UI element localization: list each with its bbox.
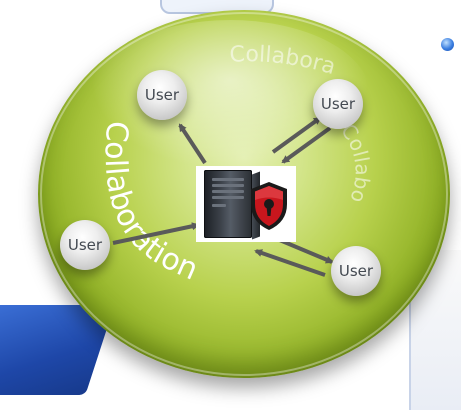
user-node-2: User (313, 79, 363, 129)
diagram-overlay: Collaboration Collaboration Collaboratio… (0, 0, 338, 288)
user-label: User (67, 236, 103, 254)
server-icon (204, 170, 260, 240)
user-node-3: User (60, 220, 110, 270)
arrow-server-to-user-1 (178, 123, 207, 165)
arrow-user-4-to-server (254, 249, 326, 277)
arrow-user-3-to-server (112, 222, 200, 245)
bullet-dot (441, 38, 454, 51)
user-node-4: User (331, 246, 381, 296)
user-node-1: User (137, 70, 187, 120)
user-label: User (338, 262, 374, 280)
disc-rim (40, 12, 448, 376)
lock-icon (251, 182, 287, 230)
server-box (196, 166, 296, 242)
arrow-server-to-user-2 (271, 116, 322, 154)
user-label: User (144, 86, 180, 104)
arrow-user-2-to-server (281, 126, 332, 164)
user-label: User (320, 95, 356, 113)
collaboration-label-main: Collaboration (98, 120, 204, 288)
collaboration-label-top: Collaboration (0, 0, 338, 80)
background-panel-right (409, 250, 461, 410)
